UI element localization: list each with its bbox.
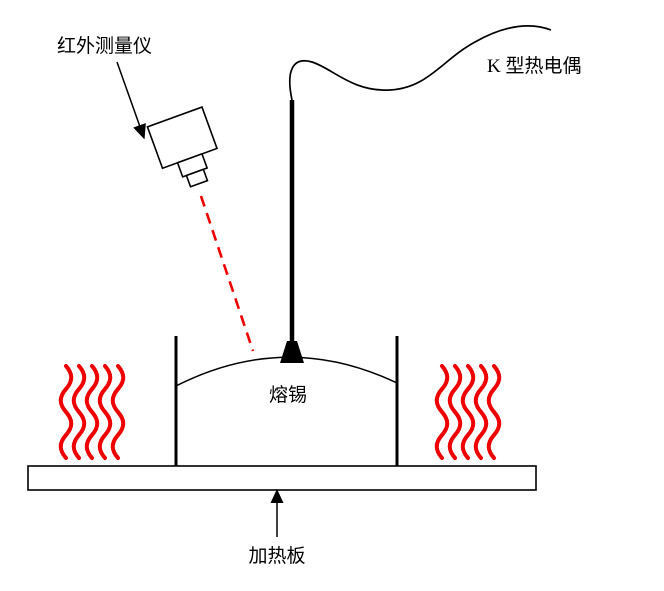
heat-wave-line: [447, 364, 463, 460]
heat-wave-line: [473, 364, 489, 460]
heating-plate-label: 加热板: [248, 545, 305, 567]
infrared-meter-body: [146, 106, 219, 170]
heat-wave-line: [460, 364, 476, 460]
thermocouple-tip: [280, 341, 304, 363]
heat-wave-line: [434, 364, 450, 460]
solder-dome-arc: [175, 356, 398, 387]
heating-plate: [27, 465, 537, 491]
thermocouple-wire: [288, 25, 552, 101]
heat-wave-line: [110, 364, 126, 460]
heat-wave-line: [58, 364, 74, 460]
infrared-meter-device: [146, 106, 219, 188]
infrared-meter-lens-tip: [185, 168, 209, 188]
infrared-meter-label: 红外测量仪: [57, 35, 152, 57]
heat-wave-line: [97, 364, 113, 460]
heat-waves-left: [58, 364, 126, 460]
heat-wave-line: [71, 364, 87, 460]
heat-wave-line: [486, 364, 502, 460]
infrared-beam-dashed-line: [199, 195, 255, 352]
molten-tin-label: 熔锡: [269, 384, 307, 406]
heat-wave-line: [84, 364, 100, 460]
heat-waves-right: [434, 364, 502, 460]
thermocouple-label: K 型热电偶: [487, 55, 581, 77]
infrared-meter-leader-line: [116, 61, 146, 140]
heating-plate-pointer-arrowhead: [270, 489, 284, 503]
